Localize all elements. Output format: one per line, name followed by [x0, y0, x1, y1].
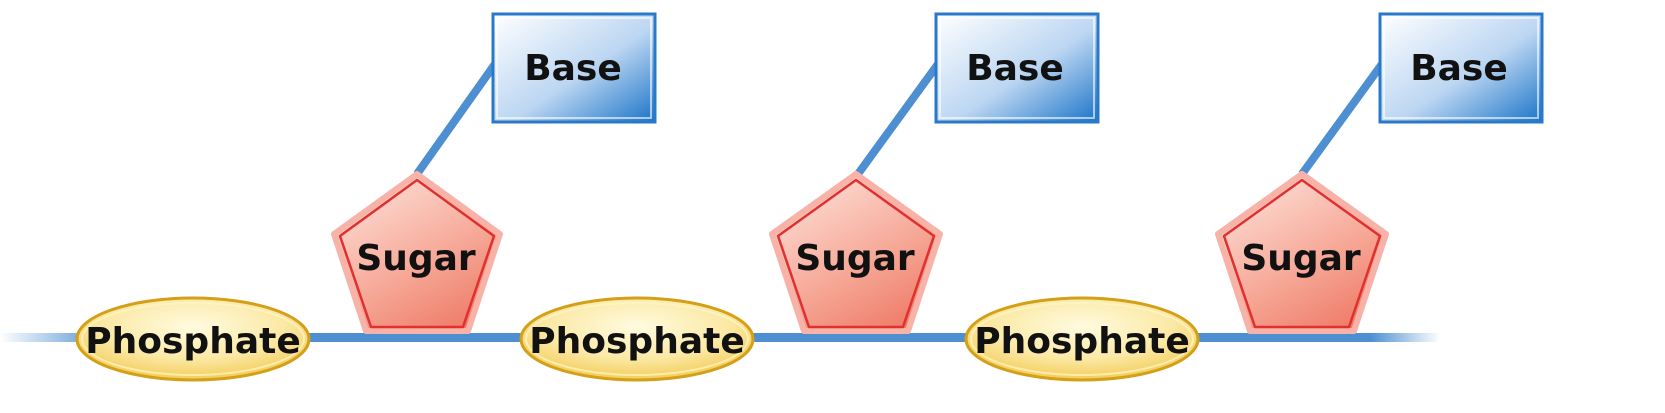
phosphate-label: Phosphate: [85, 321, 301, 362]
sugar-pentagon: Sugar: [769, 171, 943, 334]
sugar-base-bond: [413, 61, 499, 177]
backbone-fade-left: [0, 333, 110, 342]
base-box: Base: [1378, 12, 1544, 124]
backbone-fade-right: [1370, 333, 1440, 342]
nucleotide-2: Base Sugar Phosphate: [519, 12, 1100, 382]
base-box: Base: [491, 12, 657, 124]
sugar-label: Sugar: [795, 238, 915, 279]
phosphate-oval: Phosphate: [964, 296, 1200, 382]
nucleotide-1: Base Sugar Phosphate: [75, 12, 657, 382]
phosphate-oval: Phosphate: [519, 296, 755, 382]
sugar-base-bond: [854, 61, 942, 177]
phosphate-oval: Phosphate: [75, 296, 311, 382]
sugar-label: Sugar: [356, 238, 476, 279]
base-label: Base: [524, 48, 622, 89]
sugar-pentagon: Sugar: [331, 171, 503, 334]
sugar-pentagon: Sugar: [1215, 171, 1389, 334]
base-label: Base: [1410, 48, 1508, 89]
sugar-label: Sugar: [1241, 238, 1361, 279]
base-box: Base: [934, 12, 1100, 124]
nucleotide-3: Base Sugar Phosphate: [964, 12, 1544, 382]
sugar-base-bond: [1298, 61, 1386, 177]
phosphate-label: Phosphate: [974, 321, 1190, 362]
phosphate-label: Phosphate: [529, 321, 745, 362]
base-label: Base: [966, 48, 1064, 89]
